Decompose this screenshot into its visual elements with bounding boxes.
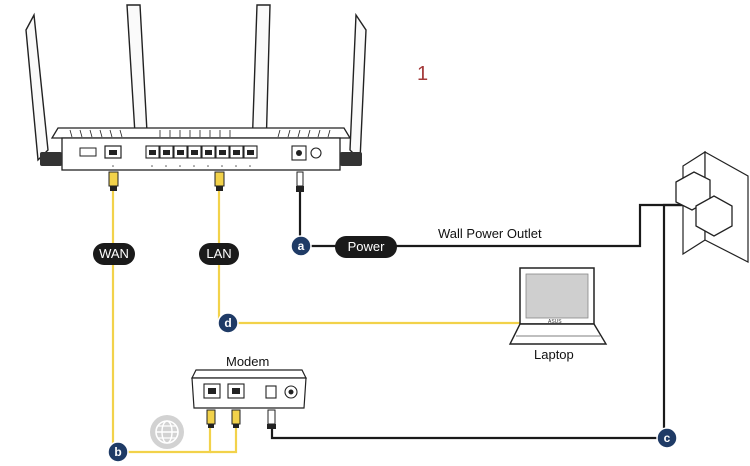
router-antenna [349, 12, 367, 162]
modem-lan-plug [231, 409, 241, 428]
wan-label-pill: WAN [93, 243, 135, 265]
modem-label: Modem [226, 354, 269, 369]
router-device [25, 4, 367, 171]
wall-power-outlet-label: Wall Power Outlet [438, 226, 542, 241]
wan-plug [108, 171, 119, 191]
svg-text:d: d [224, 316, 231, 330]
modem-wan-plug [206, 409, 216, 428]
modem-device [191, 369, 307, 409]
figure-number: 1 [417, 63, 428, 85]
wan-cable [111, 190, 212, 454]
laptop-label: Laptop [534, 347, 574, 362]
globe-icon [150, 415, 184, 449]
router-power-cable [298, 190, 686, 248]
badge-b: b [107, 441, 129, 463]
power-label: Power [348, 239, 386, 254]
badge-d: d [217, 312, 239, 334]
router-antenna [25, 12, 49, 162]
lan-label-pill: LAN [199, 243, 239, 265]
power-plug [296, 171, 304, 192]
wall-outlet [675, 150, 749, 263]
svg-text:c: c [664, 431, 671, 445]
wan-label: WAN [99, 246, 129, 261]
svg-text:b: b [114, 445, 121, 459]
modem-power-plug [267, 409, 276, 429]
wan-cable-modem-branch [210, 428, 238, 454]
power-label-pill: Power [335, 236, 397, 258]
lan-label: LAN [206, 246, 231, 261]
badge-c: c [656, 427, 678, 449]
lan-plug [214, 171, 225, 191]
laptop-brand: ASUS [548, 319, 562, 325]
router-lan-ports [145, 145, 258, 159]
badge-a: a [290, 235, 312, 257]
laptop-device: ASUS [508, 267, 608, 345]
svg-text:a: a [298, 239, 305, 253]
